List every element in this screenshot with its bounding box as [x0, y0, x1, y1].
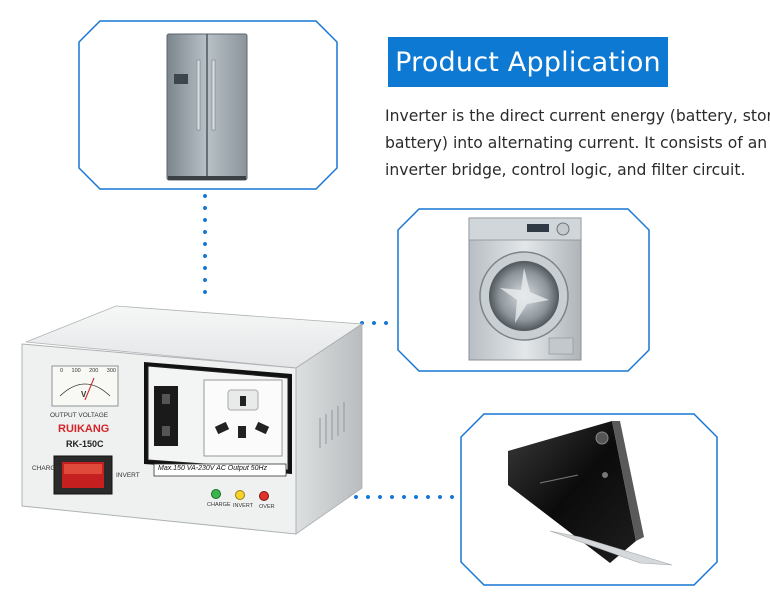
spec-label: Max.150 VA-230V AC Output 50Hz	[158, 465, 268, 472]
led-label-charge: CHARGE	[207, 502, 231, 508]
washing-machine-icon	[468, 217, 582, 361]
connector-fridge	[203, 190, 207, 300]
meter-scale-100: 100	[71, 368, 81, 374]
page-title: Product Application	[388, 37, 668, 87]
description-line: inverter bridge, control logic, and filt…	[385, 161, 746, 179]
washing-machine-card	[397, 208, 650, 372]
range-hood-icon	[508, 421, 673, 566]
refrigerator-card	[78, 20, 338, 190]
meter-scale-300: 300	[106, 368, 116, 374]
description-line: battery) into alternating current. It co…	[385, 134, 768, 152]
connector-hood	[326, 495, 464, 499]
brand-name: RUIKANG	[58, 423, 110, 435]
led-label-over: OVER	[259, 504, 275, 510]
invert-label: INVERT	[116, 472, 140, 479]
meter-unit: V	[81, 390, 87, 399]
description-line: Inverter is the direct current energy (b…	[385, 107, 770, 125]
range-hood-card	[460, 413, 718, 586]
model-number: RK-150C	[66, 439, 104, 449]
refrigerator-icon	[166, 33, 248, 181]
inverter-device: 0 100 200 300 V OUTPUT VOLTAGE RUIKANG R…	[16, 298, 368, 536]
connector-washer	[356, 321, 396, 325]
product-description: Inverter is the direct current energy (b…	[385, 103, 770, 184]
output-voltage-label: OUTPUT VOLTAGE	[50, 412, 109, 419]
meter-scale-0: 0	[60, 368, 64, 374]
meter-scale: 0 100 200 300	[60, 368, 116, 374]
led-label-invert: INVERT	[233, 503, 254, 509]
meter-scale-200: 200	[89, 368, 99, 374]
charge-label: CHARGE	[32, 465, 60, 472]
